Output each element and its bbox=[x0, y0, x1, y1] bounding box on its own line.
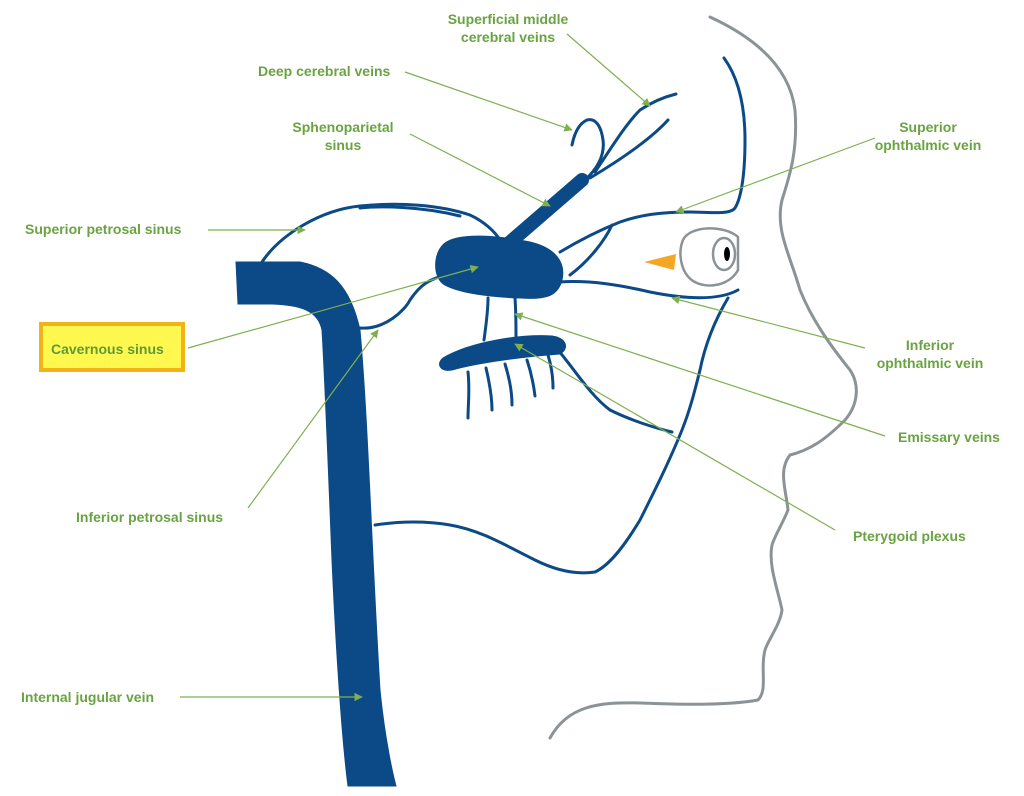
label-internal-jugular-vein: Internal jugular vein bbox=[21, 689, 155, 705]
leader-inferior-ophthalmic bbox=[671, 295, 866, 349]
superior-petrosal-sinus-path-2 bbox=[358, 205, 462, 218]
label-line: ophthalmic vein bbox=[874, 137, 982, 153]
facial-vein-path bbox=[558, 56, 747, 254]
label-line: cerebral veins bbox=[460, 29, 556, 45]
eye bbox=[679, 227, 740, 287]
leader-deep-cerebral bbox=[404, 71, 573, 132]
label-line: sinus bbox=[324, 137, 362, 153]
leader-inferior-petrosal bbox=[247, 329, 379, 509]
emissary-vein-path-2 bbox=[513, 296, 518, 340]
label-line: Superficial middle bbox=[447, 11, 569, 27]
sphenoparietal-sinus-shape bbox=[501, 173, 589, 251]
eye-pupil bbox=[724, 247, 730, 261]
label-deep-cerebral-veins: Deep cerebral veins bbox=[258, 63, 391, 79]
label-superior-ophthalmic-vein: Superior ophthalmic vein bbox=[868, 118, 988, 154]
label-superficial-middle-cerebral-veins: Superficial middle cerebral veins bbox=[438, 10, 578, 46]
leader-superficial-middle-cerebral bbox=[566, 33, 651, 107]
thin-veins bbox=[260, 56, 747, 575]
plexus-tendril-5 bbox=[546, 353, 555, 390]
label-inferior-petrosal-sinus: Inferior petrosal sinus bbox=[76, 509, 224, 525]
plexus-tendril-1 bbox=[466, 370, 471, 420]
pterygoid-plexus-shape bbox=[439, 335, 567, 371]
leader-emissary bbox=[514, 312, 886, 437]
inferior-petrosal-sinus-path bbox=[358, 273, 450, 330]
deep-cerebral-veins-path bbox=[570, 118, 605, 182]
label-line: Sphenoparietal bbox=[292, 119, 394, 135]
label-inferior-ophthalmic-vein: Inferior ophthalmic vein bbox=[868, 336, 992, 372]
face-profile-outline bbox=[548, 15, 858, 740]
internal-jugular-vein-shape bbox=[235, 261, 397, 787]
plexus-tendril-2 bbox=[484, 366, 494, 412]
nasal-marker bbox=[644, 254, 676, 270]
emissary-vein-path-1 bbox=[482, 296, 490, 342]
leader-pterygoid bbox=[514, 343, 836, 531]
facial-descending-path bbox=[373, 296, 730, 575]
leader-lines bbox=[180, 33, 886, 702]
superficial-middle-cerebral-veins-path bbox=[593, 92, 678, 174]
label-cavernous-sinus: Cavernous sinus bbox=[51, 341, 164, 357]
cavernous-sinus-highlight-box bbox=[39, 322, 185, 372]
leader-superior-ophthalmic bbox=[675, 137, 876, 214]
plexus-tendril-3 bbox=[503, 362, 514, 407]
superior-ophthalmic-vein-path bbox=[568, 223, 614, 277]
label-pterygoid-plexus: Pterygoid plexus bbox=[853, 528, 966, 544]
cavernous-sinus-shape bbox=[435, 235, 564, 299]
pterygoid-branch-back bbox=[556, 348, 674, 434]
inferior-ophthalmic-vein-path bbox=[558, 280, 740, 300]
leader-cavernous bbox=[187, 264, 479, 349]
label-line: Superior bbox=[899, 119, 957, 135]
leader-sphenoparietal bbox=[409, 133, 551, 207]
plexus-tendril-4 bbox=[525, 358, 537, 398]
label-line: ophthalmic vein bbox=[876, 355, 984, 371]
label-line: Inferior bbox=[905, 337, 955, 353]
label-sphenoparietal-sinus: Sphenoparietal sinus bbox=[278, 118, 408, 154]
label-superior-petrosal-sinus: Superior petrosal sinus bbox=[25, 221, 182, 237]
superficial-branch bbox=[588, 118, 670, 180]
label-emissary-veins: Emissary veins bbox=[898, 429, 1000, 445]
